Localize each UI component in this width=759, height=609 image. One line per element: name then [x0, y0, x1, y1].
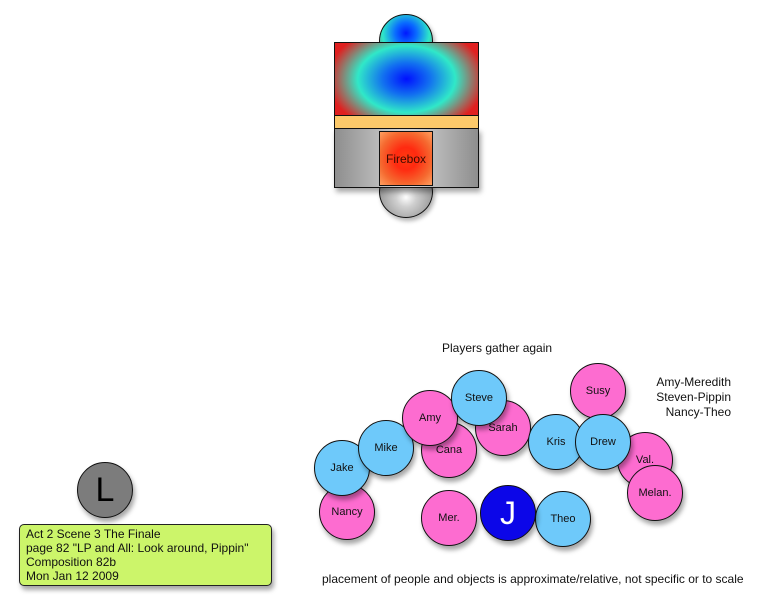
- note-line: page 82 "LP and All: Look around, Pippin…: [26, 541, 249, 555]
- person-label: Nancy: [331, 506, 363, 518]
- person-label: Mike: [374, 442, 398, 454]
- person-label: Sarah: [488, 422, 518, 434]
- firebox-label: Firebox: [385, 151, 426, 166]
- person-kris[interactable]: Kris: [528, 414, 584, 470]
- note-line: Composition 82b: [26, 555, 117, 569]
- person-label: L: [95, 470, 115, 509]
- person-nancy[interactable]: Nancy: [319, 484, 375, 540]
- person-melan[interactable]: Melan.: [627, 465, 683, 521]
- disclaimer-text: placement of people and objects is appro…: [322, 572, 744, 586]
- scene-heading: Players gather again: [442, 341, 553, 355]
- stage-platform: [334, 42, 479, 116]
- pairing-item: Nancy-Theo: [665, 405, 731, 419]
- person-label: Steve: [464, 392, 494, 404]
- person-label: Kris: [546, 436, 566, 448]
- firebox: Firebox: [379, 131, 433, 186]
- person-label: Susy: [585, 385, 611, 397]
- person-label: Drew: [590, 436, 616, 448]
- person-theo[interactable]: Theo: [535, 491, 591, 547]
- stage-stripe: [334, 115, 479, 129]
- person-susy[interactable]: Susy: [570, 363, 626, 419]
- person-drew[interactable]: Drew: [575, 414, 631, 470]
- person-label: Jake: [330, 462, 354, 474]
- note-line: Mon Jan 12 2009: [26, 569, 119, 583]
- person-label: J: [500, 494, 516, 531]
- person-label: Melan.: [638, 487, 672, 499]
- person-mer[interactable]: Mer.: [421, 490, 477, 546]
- person-l[interactable]: L: [77, 462, 133, 518]
- person-label: Cana: [435, 444, 463, 456]
- person-steve[interactable]: Steve: [451, 370, 507, 426]
- scene-note: Act 2 Scene 3 The Finale page 82 "LP and…: [19, 524, 272, 586]
- pairing-item: Amy-Meredith: [656, 375, 731, 389]
- person-j[interactable]: J: [480, 485, 536, 541]
- person-label: Val.: [635, 454, 655, 466]
- pairing-item: Steven-Pippin: [656, 390, 731, 404]
- person-amy[interactable]: Amy: [402, 390, 458, 446]
- note-line: Act 2 Scene 3 The Finale: [26, 527, 161, 541]
- person-label: Amy: [419, 412, 441, 424]
- person-label: Theo: [550, 513, 576, 525]
- person-label: Mer.: [438, 512, 460, 524]
- pairings-list: Amy-Meredith Steven-Pippin Nancy-Theo: [620, 375, 731, 420]
